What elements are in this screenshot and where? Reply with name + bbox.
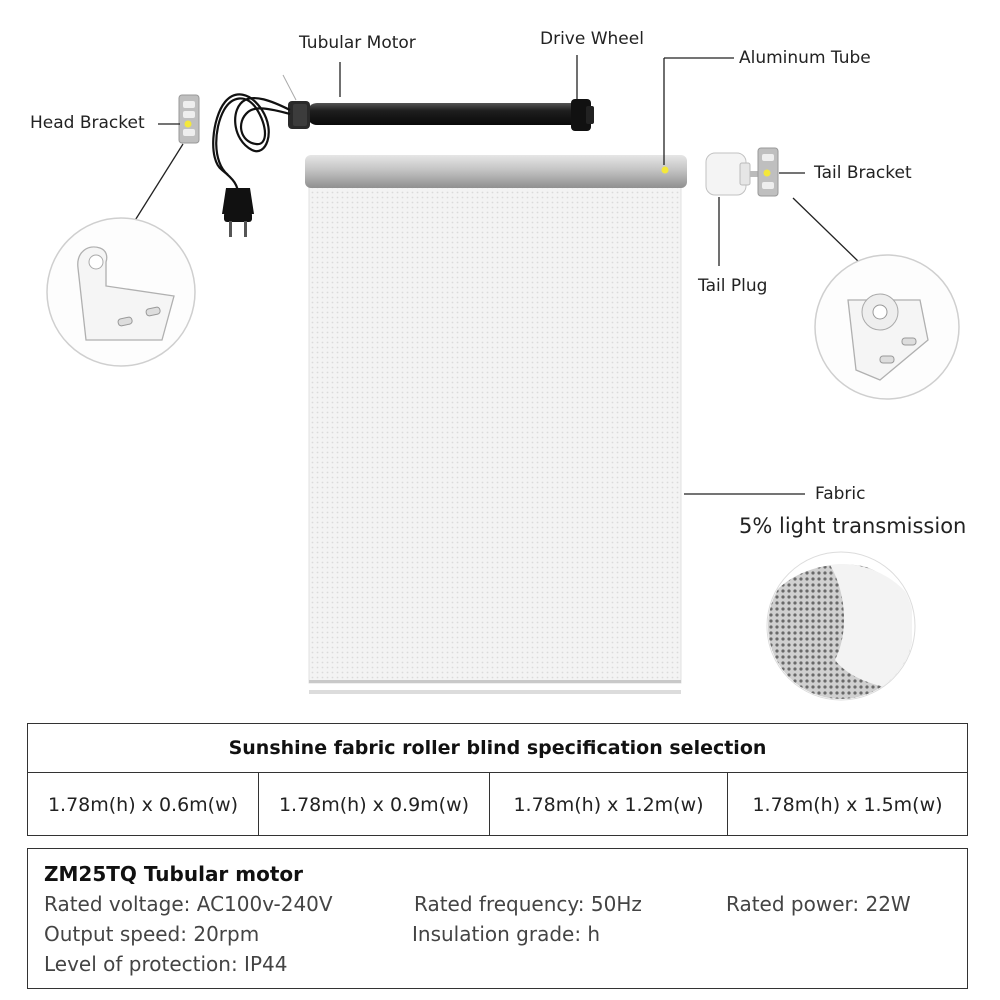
insulation-grade: Insulation grade: h (412, 922, 601, 946)
fabric-zoom (766, 551, 916, 701)
head-bracket-zoom (46, 217, 196, 367)
motor-title: ZM25TQ Tubular motor (44, 862, 304, 886)
power-cord (212, 93, 291, 201)
size-option: 1.78m(h) x 0.9m(w) (259, 773, 490, 836)
aluminum-tube-label: Aluminum Tube (739, 48, 871, 68)
motor-spec-box: ZM25TQ Tubular motor Rated voltage: AC10… (27, 848, 968, 989)
spec-table: Sunshine fabric roller blind specificati… (27, 723, 968, 836)
aluminum-tube (305, 155, 687, 188)
fabric-note: 5% light transmission (739, 514, 967, 538)
size-option: 1.78m(h) x 0.6m(w) (28, 773, 259, 836)
roller-blind-diagram (46, 55, 960, 701)
protection-level: Level of protection: IP44 (44, 952, 288, 976)
tail-bracket-zoom (814, 254, 960, 400)
rated-power: Rated power: 22W (726, 892, 911, 916)
head-bracket-label: Head Bracket (30, 113, 145, 133)
tail-plug (705, 152, 758, 196)
tail-plug-label: Tail Plug (698, 276, 768, 296)
head-bracket (178, 94, 200, 144)
tubular-motor (288, 99, 594, 131)
fabric-label: Fabric (815, 484, 866, 504)
size-option: 1.78m(h) x 1.2m(w) (490, 773, 728, 836)
rated-frequency: Rated frequency: 50Hz (414, 892, 642, 916)
spec-size-row: 1.78m(h) x 0.6m(w) 1.78m(h) x 0.9m(w) 1.… (28, 773, 967, 836)
spec-table-title: Sunshine fabric roller blind specificati… (28, 724, 967, 773)
tubular-motor-label: Tubular Motor (299, 33, 416, 53)
size-option: 1.78m(h) x 1.5m(w) (752, 793, 943, 816)
rated-voltage: Rated voltage: AC100v-240V (44, 892, 333, 916)
fabric-panel (308, 182, 682, 694)
output-speed: Output speed: 20rpm (44, 922, 260, 946)
tail-bracket (757, 147, 779, 197)
drive-wheel-label: Drive Wheel (540, 29, 644, 49)
plug-icon (222, 188, 254, 237)
tail-bracket-label: Tail Bracket (814, 163, 912, 183)
